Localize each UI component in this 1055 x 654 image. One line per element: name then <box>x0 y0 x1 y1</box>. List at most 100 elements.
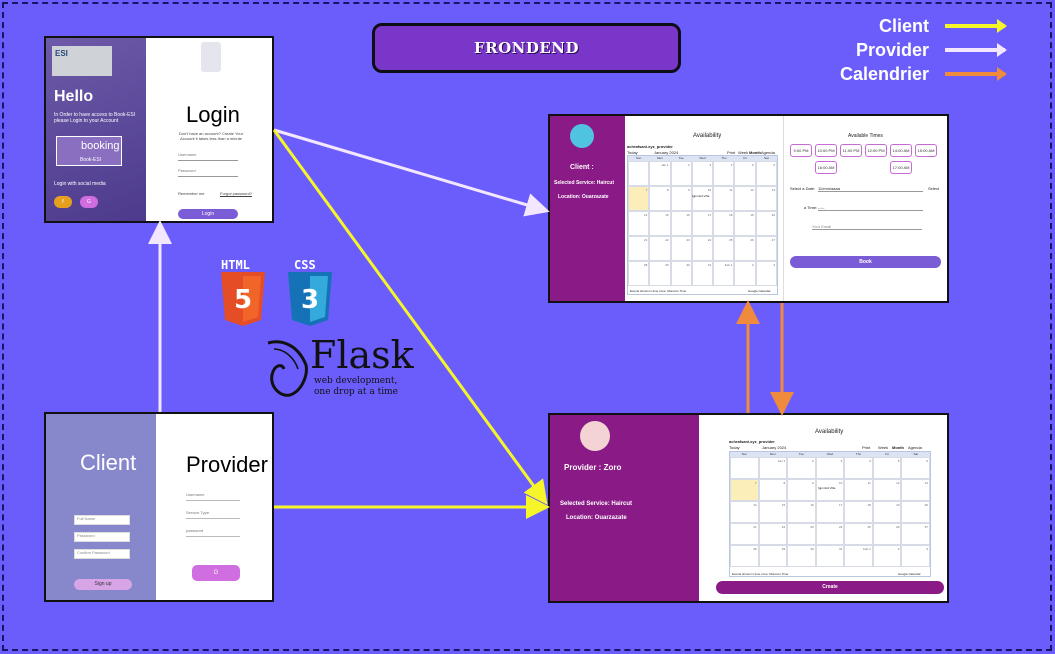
provider-view-print[interactable]: Print <box>862 445 871 450</box>
select-date-button[interactable]: Select <box>928 186 940 191</box>
password-field[interactable]: Password <box>178 168 238 177</box>
calendar-day-cell[interactable]: 17 <box>691 211 714 236</box>
client-confirm-field[interactable]: Confirm Password <box>74 549 130 559</box>
calendar-day-cell[interactable]: 19 <box>872 501 902 523</box>
time-input[interactable]: --:-- <box>818 205 923 211</box>
calendar-day-cell[interactable]: 2 <box>787 457 816 479</box>
calendar-day-cell[interactable]: 10 <box>691 186 714 211</box>
calendar-day-cell[interactable]: 2 <box>734 261 756 286</box>
calendar-day-cell[interactable]: 22 <box>758 523 788 545</box>
forgot-password-link[interactable]: Forgot password? <box>220 191 253 196</box>
calendar-day-cell[interactable]: 6 <box>755 161 777 186</box>
calendar-day-cell[interactable]: 11 <box>844 479 873 501</box>
calendar-day-cell[interactable]: 9 <box>787 479 816 501</box>
client-password-field[interactable]: Password <box>74 532 130 542</box>
calendar-day-cell[interactable]: 30 <box>787 545 816 567</box>
calendar-day-cell[interactable]: 13 <box>901 479 930 501</box>
calendar-day-cell[interactable]: 29 <box>649 261 671 286</box>
calendar-day-cell[interactable]: 2 <box>670 161 692 186</box>
provider-view-week[interactable]: Week <box>878 445 889 450</box>
username-field[interactable]: Username <box>178 152 238 161</box>
calendar-day-cell[interactable]: 16 <box>670 211 692 236</box>
calendar-day-cell[interactable]: 21 <box>628 236 650 261</box>
create-button[interactable]: Create <box>716 581 944 594</box>
remember-checkbox[interactable]: Remember me <box>178 191 205 196</box>
calendar-day-cell[interactable]: 2 <box>872 545 902 567</box>
calendar-day-cell[interactable]: 27 <box>901 523 930 545</box>
calendar-day-cell[interactable]: 13 <box>755 186 777 211</box>
calendar-day-cell[interactable]: 3 <box>815 457 845 479</box>
calendar-day-cell[interactable]: 11 <box>713 186 735 211</box>
calendar-day-cell[interactable]: Feb 1 <box>844 545 873 567</box>
calendar-day-cell[interactable]: 30 <box>670 261 692 286</box>
calendar-day-cell[interactable]: 14 <box>628 211 650 236</box>
provider-view-month[interactable]: Month <box>892 445 904 450</box>
calendar-day-cell[interactable]: 22 <box>649 236 671 261</box>
calendar-day-cell[interactable]: 10 <box>815 479 845 501</box>
calendar-day-cell[interactable]: 19 <box>734 211 756 236</box>
calendar-day-cell[interactable]: 20 <box>901 501 930 523</box>
calendar-day-cell[interactable]: 15 <box>758 501 788 523</box>
client-view-print[interactable]: Print <box>727 150 736 155</box>
calendar-day-cell[interactable]: 28 <box>628 261 650 286</box>
provider-username-field[interactable]: Username <box>186 492 240 501</box>
calendar-day-cell[interactable]: 25 <box>713 236 735 261</box>
calendar-day-cell[interactable]: 21 <box>730 523 759 545</box>
calendar-day-cell[interactable]: 3 <box>691 161 714 186</box>
time-slot[interactable]: 15:00 AM <box>915 144 937 157</box>
signup-button[interactable]: Sign up <box>74 579 132 590</box>
client-view-agenda[interactable]: Agenda <box>761 150 775 155</box>
calendar-day-cell[interactable]: 31 <box>691 261 714 286</box>
calendar-day-cell[interactable]: 8 <box>649 186 671 211</box>
email-input[interactable]: Your Email <box>812 224 922 230</box>
calendar-day-cell[interactable]: 17 <box>815 501 845 523</box>
calendar-day-cell[interactable]: 15 <box>649 211 671 236</box>
calendar-day-cell[interactable]: 4 <box>713 161 735 186</box>
calendar-day-cell[interactable] <box>628 161 650 186</box>
calendar-day-cell[interactable]: 12 <box>872 479 902 501</box>
calendar-day-cell[interactable]: 8 <box>758 479 788 501</box>
client-today-button[interactable]: Today <box>627 150 638 155</box>
calendar-day-cell[interactable]: Jan 1 <box>649 161 671 186</box>
provider-event[interactable]: fgpnrstd Villa <box>818 486 836 490</box>
login-button[interactable]: Login <box>178 209 238 219</box>
calendar-day-cell[interactable]: 3 <box>901 545 930 567</box>
calendar-day-cell[interactable]: Feb 1 <box>713 261 735 286</box>
google-login-button[interactable]: G <box>80 196 98 208</box>
calendar-day-cell[interactable]: 9 <box>670 186 692 211</box>
client-fullname-field[interactable]: Full Name <box>74 515 130 525</box>
calendar-day-cell[interactable]: 26 <box>734 236 756 261</box>
calendar-day-cell[interactable]: 16 <box>787 501 816 523</box>
calendar-day-cell[interactable]: 27 <box>755 236 777 261</box>
provider-google-button[interactable]: G <box>192 565 240 581</box>
calendar-day-cell[interactable]: 3 <box>755 261 777 286</box>
facebook-login-button[interactable]: f <box>54 196 72 208</box>
client-view-month[interactable]: Month <box>749 150 761 155</box>
calendar-day-cell[interactable]: 23 <box>787 523 816 545</box>
provider-service-field[interactable]: Service Type <box>186 510 240 519</box>
calendar-day-cell[interactable]: 25 <box>844 523 873 545</box>
calendar-day-cell[interactable]: 24 <box>691 236 714 261</box>
calendar-day-cell[interactable]: 14 <box>730 501 759 523</box>
calendar-day-cell[interactable]: 6 <box>901 457 930 479</box>
calendar-day-cell[interactable]: 29 <box>758 545 788 567</box>
provider-password-field[interactable]: password <box>186 528 240 537</box>
provider-today-button[interactable]: Today <box>729 445 740 450</box>
calendar-day-cell[interactable]: 4 <box>844 457 873 479</box>
time-slot[interactable]: 12:00 PM <box>865 144 887 157</box>
calendar-day-cell[interactable]: 12 <box>734 186 756 211</box>
provider-view-agenda[interactable]: Agenda <box>908 445 922 450</box>
calendar-day-cell[interactable]: 23 <box>670 236 692 261</box>
time-slot[interactable]: 17:00 AM <box>890 161 912 174</box>
calendar-day-cell[interactable] <box>730 457 759 479</box>
calendar-day-cell[interactable]: 7 <box>628 186 650 211</box>
client-event[interactable]: fgpnrstd Villa <box>692 194 710 198</box>
date-input[interactable]: 11/mm/aaaa <box>818 186 923 192</box>
calendar-day-cell[interactable]: 18 <box>713 211 735 236</box>
time-slot[interactable]: 11:00 PM <box>840 144 862 157</box>
time-slot[interactable]: 10:00 PM <box>815 144 837 157</box>
calendar-day-cell[interactable]: 28 <box>730 545 759 567</box>
calendar-day-cell[interactable]: 7 <box>730 479 759 501</box>
